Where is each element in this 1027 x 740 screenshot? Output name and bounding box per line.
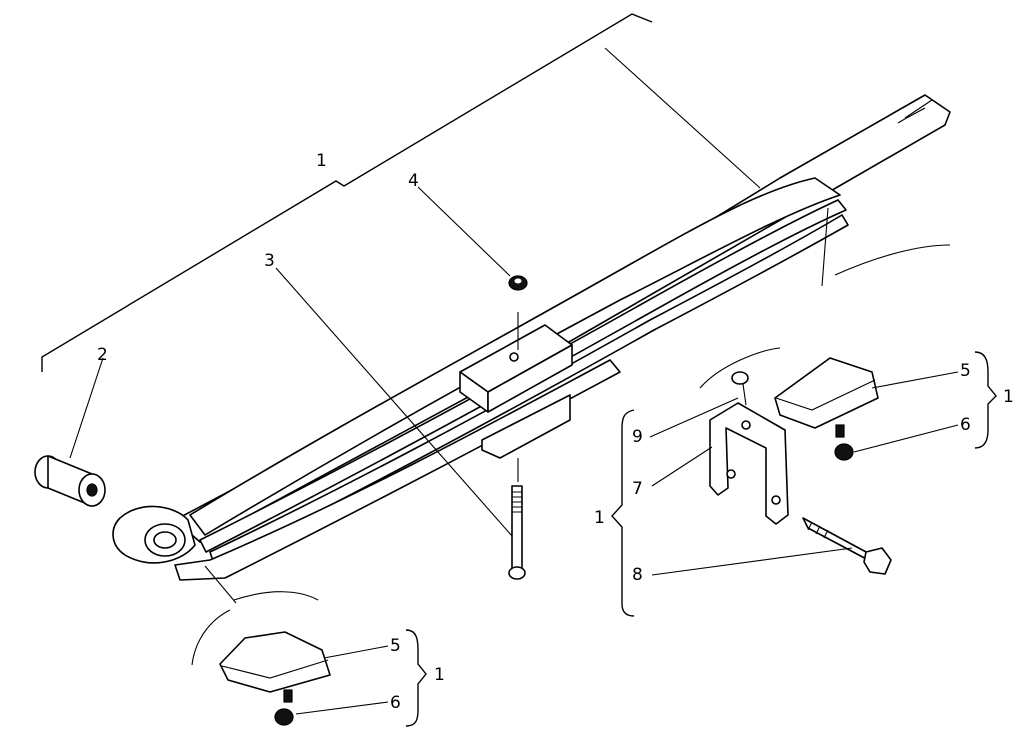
callout-5-right: 5	[960, 361, 971, 381]
callout-2: 2	[97, 345, 108, 365]
callout-1-assembly: 1	[316, 151, 327, 171]
bracket-group: 9 7 8 1	[594, 371, 892, 617]
callout-6-bottom: 6	[390, 693, 401, 713]
callout-9: 9	[632, 427, 643, 447]
bolt-long: 3	[264, 251, 526, 580]
callout-6-right: 6	[960, 415, 971, 435]
nut-top: 4	[408, 171, 528, 350]
leaf-spring	[112, 94, 951, 581]
assembly-bracket	[41, 13, 761, 372]
callout-7: 7	[632, 479, 643, 499]
callout-1-bottom-pad: 1	[434, 665, 445, 685]
bottom-pad-group: 5 6 1	[191, 565, 445, 727]
callout-5-bottom: 5	[390, 636, 401, 656]
callout-8: 8	[632, 565, 643, 585]
callout-3: 3	[264, 251, 275, 271]
bushing: 2	[34, 345, 108, 507]
callout-1-bracket: 1	[594, 508, 605, 528]
callout-1-right-pad: 1	[1003, 387, 1014, 407]
callout-4: 4	[408, 171, 419, 191]
right-pad-group: 5 6 1	[699, 207, 1014, 461]
